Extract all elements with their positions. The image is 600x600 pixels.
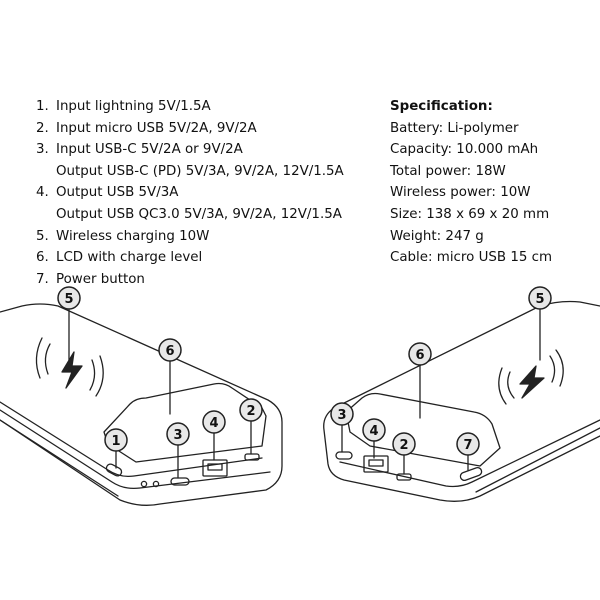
feature-text: Output USB-C (PD) 5V/3A, 9V/2A, 12V/1.5A (56, 163, 344, 179)
feature-text: Output USB 5V/3A (56, 185, 179, 201)
right-callout-6-badge (408, 342, 432, 366)
right-body-outline (323, 300, 600, 502)
left-powerbank (0, 303, 283, 506)
right-callout-3-label: 3 (337, 408, 346, 423)
callout-labels: 5 6 1 3 4 2 5 6 3 4 2 7 (64, 292, 544, 453)
left-callout-3-badge (166, 422, 190, 446)
left-body-outline (0, 303, 283, 506)
left-callout-5-badge (57, 286, 81, 310)
right-callout-6-label: 6 (415, 348, 424, 363)
left-callout-6-label: 6 (165, 344, 174, 359)
left-callout-6-badge (158, 338, 182, 362)
spec-item-total-power: Total power: 18W (390, 163, 506, 179)
feature-item-4: 4. Output USB 5V/3A Output USB QC3.0 5V/… (36, 182, 376, 225)
right-callout-7-label: 7 (463, 438, 472, 453)
right-callout-2-badge (392, 432, 416, 456)
left-port-usb-c (170, 477, 190, 486)
left-callout-3-label: 3 (173, 428, 182, 443)
feature-item-5: 5. Wireless charging 10W (36, 226, 376, 248)
left-port-usb-a (202, 459, 228, 477)
left-callout-1-badge (104, 428, 128, 452)
left-side-line (0, 409, 271, 490)
feature-text: LCD with charge level (56, 250, 203, 266)
right-side-line (475, 427, 600, 493)
spec-item-capacity: Capacity: 10.000 mAh (390, 142, 539, 158)
left-callout-2-badge (239, 398, 263, 422)
left-port-usb-a-inner (207, 463, 223, 471)
left-callout-1-label: 1 (111, 434, 120, 449)
right-top-edge (339, 419, 600, 488)
right-callout-4-badge (362, 418, 386, 442)
left-wireless-charging-icon (35, 337, 104, 397)
right-callout-3-badge (330, 402, 354, 426)
right-powerbank (323, 300, 600, 502)
left-callout-2-label: 2 (246, 404, 255, 419)
left-port-micro-usb (244, 453, 260, 461)
left-callout-4-label: 4 (209, 416, 218, 431)
feature-list: 1. Input lightning 5V/1.5A 2. Input micr… (36, 96, 376, 290)
spec-item-size: Size: 138 x 69 x 20 mm (390, 206, 550, 222)
left-led-dot (140, 480, 148, 488)
feature-text: Power button (56, 271, 145, 287)
left-callout-5-label: 5 (64, 292, 73, 307)
right-callout-5-label: 5 (535, 292, 544, 307)
left-top-edge (0, 401, 263, 478)
left-callout-4-badge (202, 410, 226, 434)
right-power-button (459, 466, 483, 482)
right-wireless-charging-icon (498, 349, 564, 405)
right-port-usb-a (363, 455, 389, 473)
left-led-dot (152, 480, 160, 488)
spec-item-battery: Battery: Li-polymer (390, 120, 519, 136)
feature-item-1: 1. Input lightning 5V/1.5A (36, 96, 376, 118)
feature-text: Output USB QC3.0 5V/3A, 9V/2A, 12V/1.5A (56, 206, 342, 222)
feature-number: 5. (36, 228, 49, 244)
feature-number: 2. (36, 120, 49, 136)
right-panel (345, 392, 501, 467)
feature-number: 4. (36, 185, 49, 201)
feature-item-6: 6. LCD with charge level (36, 247, 376, 269)
right-port-usb-a-inner (368, 459, 384, 467)
feature-item-2: 2. Input micro USB 5V/2A, 9V/2A (36, 118, 376, 140)
left-panel (103, 382, 267, 463)
right-callout-4-label: 4 (369, 424, 378, 439)
feature-text: Input USB-C 5V/2A or 9V/2A (56, 142, 243, 158)
feature-text: Input micro USB 5V/2A, 9V/2A (56, 120, 257, 136)
feature-number: 7. (36, 271, 49, 287)
feature-item-3: 3. Input USB-C 5V/2A or 9V/2A Output USB… (36, 139, 376, 182)
right-callout-2-label: 2 (399, 438, 408, 453)
right-port-usb-c (335, 451, 353, 460)
feature-number: 3. (36, 142, 49, 158)
right-callout-5-badge (528, 286, 552, 310)
left-bottom-line (0, 419, 119, 497)
spec-item-cable: Cable: micro USB 15 cm (390, 250, 553, 266)
spec-item-weight: Weight: 247 g (390, 228, 484, 244)
feature-number: 6. (36, 250, 49, 266)
spec-item-wireless-power: Wireless power: 10W (390, 185, 531, 201)
feature-text: Input lightning 5V/1.5A (56, 99, 211, 114)
callout-badges (57, 286, 552, 456)
feature-number: 1. (36, 99, 49, 114)
specification-title: Specification: (390, 99, 493, 114)
right-callout-7-badge (456, 432, 480, 456)
feature-text: Wireless charging 10W (56, 228, 210, 244)
feature-item-7: 7. Power button (36, 269, 376, 291)
specification-list: Specification: Battery: Li-polymer Capac… (390, 96, 595, 269)
